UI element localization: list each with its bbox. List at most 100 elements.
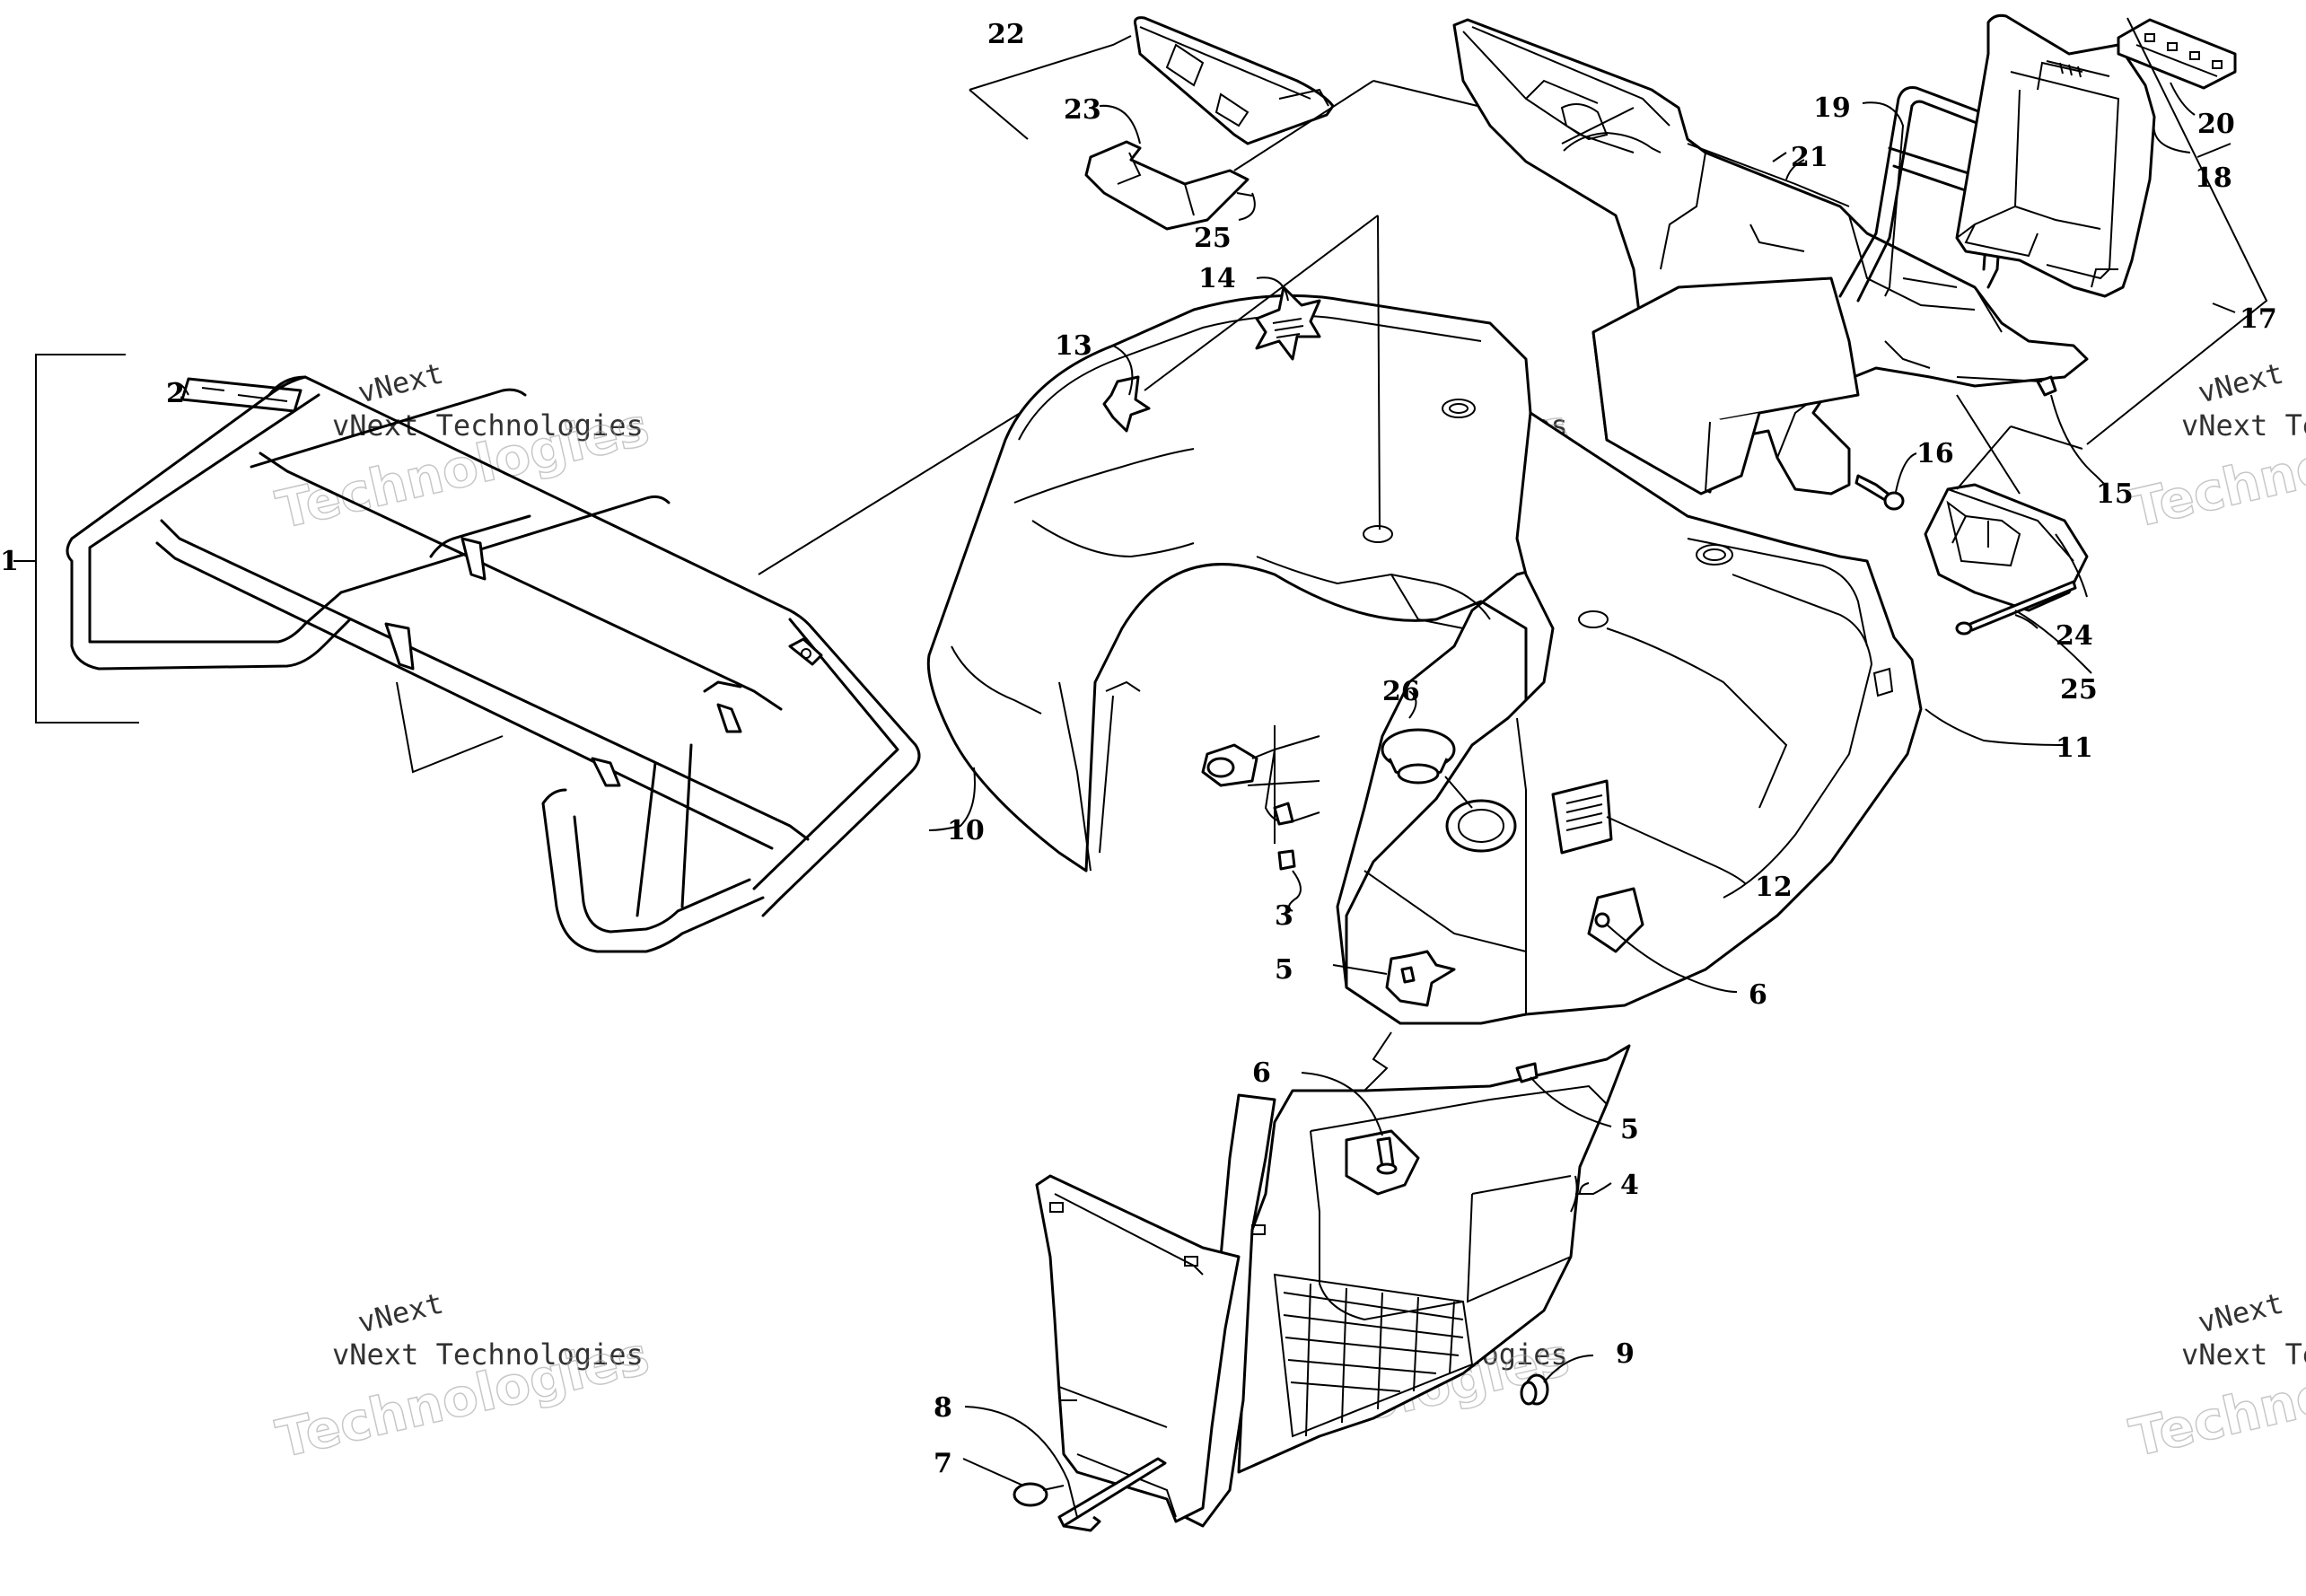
bracket-22	[969, 35, 1132, 91]
callout-25: 25	[1194, 223, 1232, 254]
grommet-9	[1520, 1373, 1549, 1406]
leader-24	[2055, 533, 2088, 598]
bracket-17	[2086, 17, 2268, 445]
watermark-company: vNext Technologies	[2181, 408, 2306, 443]
leader-17	[2212, 303, 2236, 313]
callout-12: 12	[1755, 872, 1793, 903]
leader-22-bracket	[1233, 80, 1374, 171]
bracket-8	[1057, 1457, 1167, 1532]
callout-2: 2	[166, 378, 185, 409]
plate-light-20	[2117, 18, 2237, 90]
screw-16	[1854, 474, 1905, 511]
leader-21-tick	[1772, 152, 1787, 162]
callout-3: 3	[1275, 900, 1293, 932]
callout-21: 21	[1791, 142, 1828, 173]
callout-26: 26	[1382, 676, 1420, 707]
leader-9	[1543, 1355, 1594, 1383]
leader-15-link-b	[1956, 394, 2021, 495]
cap-26	[1381, 728, 1517, 853]
fastener-6-lower	[1345, 1129, 1420, 1196]
callout-11: 11	[2056, 732, 2093, 764]
light-housing-18	[1955, 13, 2156, 298]
leader-25-lower	[2014, 609, 2092, 674]
leader-19	[1862, 101, 1905, 297]
leader-15	[2050, 394, 2106, 486]
callout-14: 14	[1198, 263, 1236, 294]
callout-20: 20	[2197, 109, 2235, 140]
screw-25-lower	[1955, 580, 2077, 636]
leader-4-c	[1575, 1182, 1612, 1195]
heat-shield-23	[1084, 140, 1249, 231]
leader-26	[1408, 690, 1417, 719]
side-cover-22	[1134, 16, 1335, 145]
callout-19: 19	[1813, 92, 1851, 124]
callout-6: 6	[1252, 1057, 1271, 1089]
decal-12	[1551, 779, 1613, 855]
leader-6-upper	[1606, 924, 1738, 993]
callout-6: 6	[1749, 979, 1767, 1011]
storage-box-21	[1452, 18, 2089, 495]
callout-1: 1	[0, 546, 19, 577]
bracket-22	[969, 89, 1029, 140]
watermark-company: vNext Technologies	[2181, 1337, 2306, 1372]
leader-7	[962, 1458, 1024, 1486]
leader-25-mount	[1144, 215, 1379, 391]
leader-20	[2170, 82, 2196, 116]
callout-24: 24	[2056, 620, 2093, 652]
callout-17: 17	[2240, 303, 2277, 335]
callout-18: 18	[2195, 162, 2232, 194]
leader-4-b	[1579, 1182, 1590, 1195]
leader-8	[964, 1406, 1078, 1518]
callout-4: 4	[1620, 1170, 1639, 1201]
callout-22: 22	[987, 19, 1025, 50]
watermark-company: vNext Technologies	[332, 1337, 644, 1372]
leader-11	[1925, 708, 2065, 746]
callout-labels: 1 2 3 4 5 5 6 6 7 8 9 10 11 12 13 14 15 …	[0, 19, 2277, 1479]
callout-10: 10	[947, 815, 985, 846]
leader-25-lower-b	[2014, 614, 2039, 629]
leader-26-hole	[1444, 776, 1473, 809]
push-rivet-7	[1013, 1482, 1065, 1507]
rear-rack	[66, 375, 921, 953]
leader-21	[1563, 131, 1662, 153]
leader-2	[168, 381, 189, 396]
leader-21-label	[1785, 159, 1805, 180]
watermark-vnext: vNext	[355, 1286, 447, 1340]
leader-5-upper	[1332, 964, 1388, 975]
callout-15: 15	[2096, 478, 2134, 510]
leader-12	[1606, 816, 1747, 885]
callout-5: 5	[1275, 954, 1293, 986]
leader-25-mount	[1377, 215, 1381, 531]
leader-23	[1099, 104, 1141, 145]
footwell-4	[1035, 1044, 1631, 1528]
watermark-vnext: vNext	[355, 356, 447, 410]
leader-rack-mount	[396, 681, 504, 774]
leader-15-link	[1956, 376, 2043, 382]
watermark-vnext: vNext	[2195, 1286, 2287, 1340]
bracket-17-tick	[2196, 143, 2231, 158]
leader-footwell	[1363, 1031, 1392, 1092]
callout-5: 5	[1620, 1114, 1639, 1145]
decal-13	[1102, 375, 1151, 433]
assembly-bracket-1	[35, 354, 139, 723]
leader-10	[928, 767, 976, 831]
leader-24-link	[1956, 425, 2012, 490]
clip-25-top	[1236, 192, 1253, 197]
clip-5-lower	[1515, 1062, 1539, 1083]
leader-14	[1256, 276, 1289, 302]
callout-16: 16	[1916, 438, 1954, 469]
leader-18	[2153, 120, 2191, 153]
callout-23: 23	[1064, 94, 1101, 126]
clip-15	[2036, 375, 2057, 397]
leader-13	[1112, 345, 1134, 396]
callout-25: 25	[2060, 674, 2098, 706]
leader-3-label	[1288, 870, 1302, 912]
fastener-6-upper	[1587, 887, 1644, 953]
leader-21-link	[1561, 107, 1635, 145]
clip-5-upper	[1385, 950, 1456, 1007]
watermark-vnext: vNext	[2195, 356, 2287, 410]
callout-7: 7	[934, 1448, 952, 1479]
callout-9: 9	[1616, 1338, 1635, 1370]
leader-6-lower	[1301, 1072, 1383, 1136]
